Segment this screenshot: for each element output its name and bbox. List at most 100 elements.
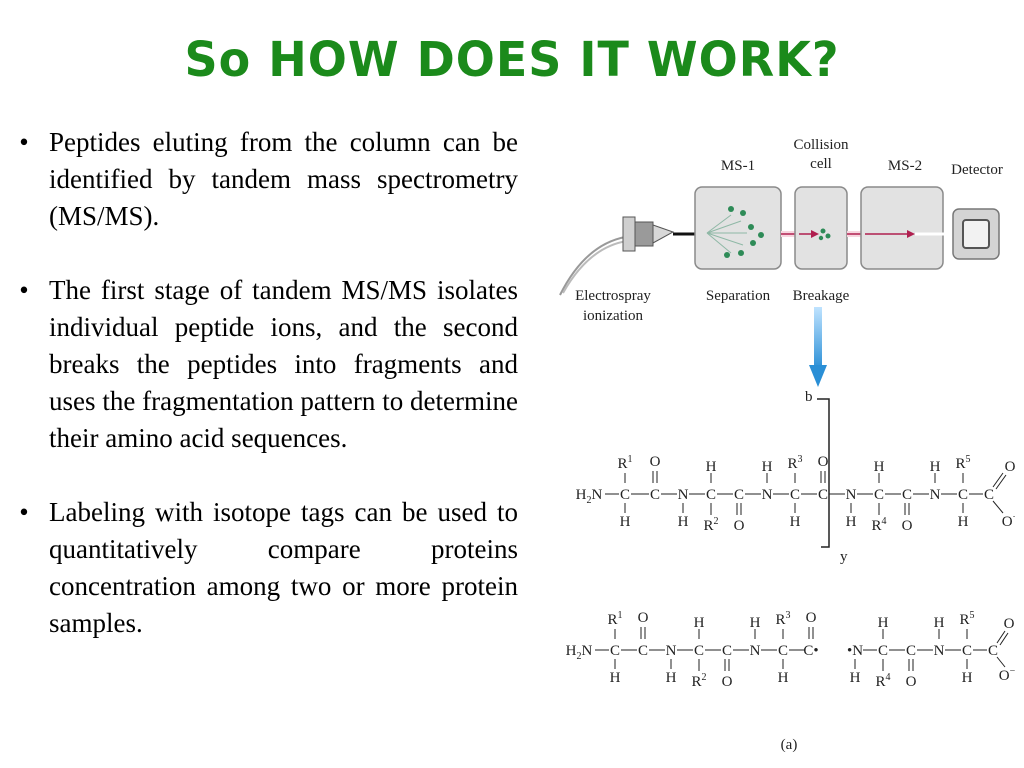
svg-text:C: C — [620, 487, 630, 503]
svg-text:C: C — [874, 487, 884, 503]
svg-text:N: N — [666, 643, 677, 659]
svg-text:H: H — [846, 514, 857, 530]
svg-text:O: O — [902, 518, 913, 534]
svg-text:C: C — [650, 487, 660, 503]
electrospray-source — [559, 216, 695, 296]
svg-text:C: C — [638, 643, 648, 659]
svg-text:H: H — [934, 615, 945, 631]
svg-text:C: C — [902, 487, 912, 503]
svg-text:R5: R5 — [959, 610, 974, 628]
cleavage-bracket — [817, 398, 830, 548]
slide-title: So HOW DOES IT WORK? — [184, 30, 840, 88]
breakage-label: Breakage — [793, 288, 850, 304]
svg-text:N: N — [678, 487, 689, 503]
svg-text:R5: R5 — [955, 454, 970, 472]
svg-text:C•: C• — [803, 643, 818, 659]
svg-text:N: N — [846, 487, 857, 503]
svg-text:C: C — [984, 487, 994, 503]
svg-text:N: N — [762, 487, 773, 503]
svg-text:R3: R3 — [787, 454, 802, 472]
svg-text:R2: R2 — [703, 516, 718, 534]
bullet-text: Peptides eluting from the column can be … — [49, 127, 518, 231]
svg-text:C: C — [958, 487, 968, 503]
svg-text:H2N: H2N — [566, 643, 593, 662]
ion-spray — [706, 214, 747, 254]
collision-cell-label-line1: Collision — [793, 137, 849, 153]
svg-text:H: H — [878, 615, 889, 631]
svg-text:C: C — [988, 643, 998, 659]
beam-arrowhead-2 — [907, 230, 915, 238]
b-fragment-structure: H2N C R1 H C O N H C H R2 C O — [566, 610, 819, 690]
svg-text:N: N — [934, 643, 945, 659]
svg-text:C: C — [722, 643, 732, 659]
svg-text:O: O — [906, 674, 917, 690]
svg-text:C: C — [694, 643, 704, 659]
down-arrow-icon — [809, 307, 827, 387]
bullet-text: The first stage of tandem MS/MS isolates… — [49, 275, 518, 453]
svg-text:C: C — [778, 643, 788, 659]
svg-text:O−: O− — [1002, 512, 1015, 530]
svg-text:C: C — [706, 487, 716, 503]
figure-caption: (a) — [781, 737, 798, 753]
separation-label: Separation — [706, 288, 771, 304]
collision-cell-box — [794, 186, 848, 270]
svg-text:R1: R1 — [607, 610, 622, 628]
svg-text:C: C — [962, 643, 972, 659]
svg-text:H: H — [706, 459, 717, 475]
bullet-item: • Peptides eluting from the column can b… — [12, 124, 518, 235]
tandem-ms-figure: MS-1 Collision cell MS-2 Detector — [555, 125, 1015, 765]
svg-text:C: C — [818, 487, 828, 503]
svg-text:O: O — [1005, 459, 1015, 475]
svg-text:C: C — [790, 487, 800, 503]
ms2-label: MS-2 — [888, 158, 922, 174]
svg-text:O: O — [1004, 616, 1015, 632]
svg-text:•N: •N — [847, 643, 863, 659]
svg-text:N: N — [930, 487, 941, 503]
svg-text:C: C — [878, 643, 888, 659]
bullet-item: • The first stage of tandem MS/MS isolat… — [12, 272, 518, 457]
ms1-box — [694, 186, 782, 270]
svg-text:O: O — [650, 454, 661, 470]
svg-text:H: H — [778, 670, 789, 686]
svg-text:H: H — [874, 459, 885, 475]
full-peptide-structure: H2N C R1 H C O N H C H R2 C O — [576, 454, 1015, 534]
svg-text:O: O — [734, 518, 745, 534]
svg-text:O: O — [806, 610, 817, 626]
svg-text:H: H — [790, 514, 801, 530]
svg-text:R2: R2 — [691, 672, 706, 690]
svg-text:R3: R3 — [775, 610, 790, 628]
electrospray-label-line1: Electrospray — [575, 288, 651, 304]
svg-text:H: H — [958, 514, 969, 530]
y-ion-label: y — [840, 549, 848, 565]
beam-arrowhead-1 — [811, 230, 819, 238]
svg-text:H: H — [762, 459, 773, 475]
svg-text:H: H — [750, 615, 761, 631]
y-fragment-structure: •N H C H R4 C O N H C R5 H C — [847, 610, 1015, 690]
svg-text:H: H — [930, 459, 941, 475]
bullet-list: • Peptides eluting from the column can b… — [12, 124, 518, 679]
svg-text:H: H — [850, 670, 861, 686]
fragment-dots — [818, 228, 831, 241]
svg-text:H: H — [678, 514, 689, 530]
bullet-text: Labeling with isotope tags can be used t… — [49, 497, 518, 638]
svg-text:O: O — [722, 674, 733, 690]
svg-text:C: C — [610, 643, 620, 659]
svg-text:H: H — [666, 670, 677, 686]
svg-text:H: H — [694, 615, 705, 631]
svg-text:H: H — [962, 670, 973, 686]
svg-text:H: H — [610, 670, 621, 686]
collision-cell-label-line2: cell — [810, 156, 832, 172]
svg-text:H2N: H2N — [576, 487, 603, 506]
svg-text:C: C — [906, 643, 916, 659]
bullet-dot: • — [19, 127, 29, 157]
bullet-item: • Labeling with isotope tags can be used… — [12, 494, 518, 642]
ms1-label: MS-1 — [721, 158, 755, 174]
b-ion-label: b — [805, 389, 813, 405]
svg-text:C: C — [734, 487, 744, 503]
detector-icon — [952, 208, 1000, 260]
svg-text:H: H — [620, 514, 631, 530]
svg-text:O−: O− — [999, 666, 1015, 684]
detector-label: Detector — [951, 162, 1003, 178]
ion-dots — [724, 206, 764, 258]
svg-text:R1: R1 — [617, 454, 632, 472]
